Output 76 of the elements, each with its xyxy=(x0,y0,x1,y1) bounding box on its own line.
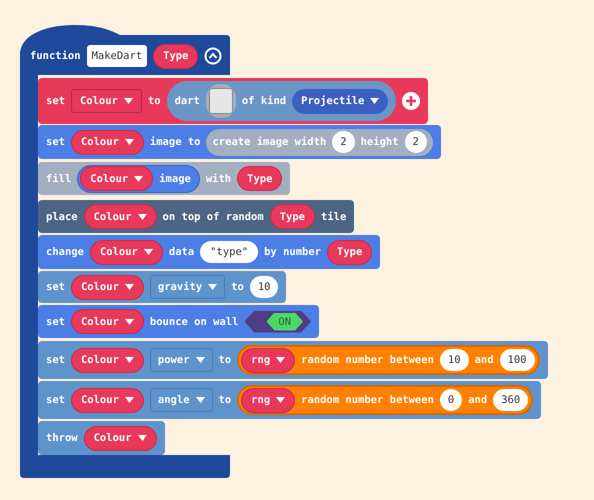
block-label: and xyxy=(468,394,488,406)
reporter-block xyxy=(77,164,200,192)
variable-pill: Type xyxy=(270,204,315,229)
name-field: MakeDart xyxy=(86,45,148,67)
number-field: 360 xyxy=(493,389,528,411)
block-label: set xyxy=(46,354,65,366)
block-label: set xyxy=(46,316,65,328)
dropdown-menu: Colour xyxy=(70,309,144,334)
block-label: dart xyxy=(174,95,200,107)
number-field: 2 xyxy=(332,131,355,153)
block-label: throw xyxy=(46,432,78,444)
dropdown-menu: Colour xyxy=(70,130,144,154)
block-label: and xyxy=(474,354,494,366)
image-placeholder xyxy=(206,84,236,118)
statement-block xyxy=(38,200,354,233)
block-label: to xyxy=(218,354,232,366)
number-field: 10 xyxy=(440,349,469,371)
block-label: of kind xyxy=(242,95,286,107)
statement-block xyxy=(38,271,286,303)
number-field: 10 xyxy=(250,276,278,298)
block-label: image xyxy=(159,172,191,184)
number-field: 2 xyxy=(404,131,427,153)
toggle-switch: ON xyxy=(244,310,312,332)
block-label: to xyxy=(148,95,161,107)
block-label: on top of random xyxy=(162,210,264,222)
reporter-block xyxy=(237,385,534,415)
statement-block xyxy=(38,381,542,419)
dropdown-menu: gravity xyxy=(150,275,226,299)
block-label: set xyxy=(46,394,65,406)
block-label: fill xyxy=(46,172,72,184)
variable-pill: Type xyxy=(237,166,282,191)
dropdown-menu: Colour xyxy=(84,426,157,450)
dropdown-menu: Colour xyxy=(70,348,144,372)
statement-block xyxy=(38,421,165,455)
dropdown-menu: angle xyxy=(150,388,213,412)
block-label: place xyxy=(46,210,78,222)
dropdown-menu: rng xyxy=(241,388,296,412)
block-label: set xyxy=(46,136,65,148)
block-label: by number xyxy=(264,246,322,258)
number-field: 0 xyxy=(440,389,462,411)
block-label: to xyxy=(218,394,232,406)
dropdown-menu: Colour xyxy=(80,166,154,191)
statement-block xyxy=(38,78,428,124)
dropdown-menu: Projectile xyxy=(292,88,388,114)
statement-block xyxy=(38,125,441,159)
statement-block xyxy=(38,305,320,338)
dropdown-menu: Colour xyxy=(84,204,157,229)
reporter-block xyxy=(237,345,540,375)
reporter-block xyxy=(206,128,433,156)
variable-pill: Type xyxy=(327,240,372,264)
statement-block xyxy=(38,162,290,195)
block-label: image to xyxy=(150,136,200,148)
block-label: random number between xyxy=(301,394,434,406)
dropdown-menu: Colour xyxy=(90,240,163,264)
text-field: "type" xyxy=(200,241,258,263)
block-label: set xyxy=(46,281,65,293)
block-label: random number between xyxy=(301,354,434,366)
statement-block xyxy=(38,235,380,269)
block-label: set xyxy=(46,95,65,107)
block-label: tile xyxy=(321,210,346,222)
statement-block xyxy=(38,341,548,379)
block-label: with xyxy=(206,172,232,184)
dropdown-menu: power xyxy=(150,348,213,372)
block-label: to xyxy=(231,281,244,293)
dropdown-menu: rng xyxy=(241,348,296,372)
dropdown-menu: Colour xyxy=(70,274,144,300)
block-label: function xyxy=(30,50,81,62)
block-label: bounce on wall xyxy=(150,316,238,328)
block-label: change xyxy=(46,246,84,258)
reporter-block xyxy=(166,81,396,121)
dropdown-menu: Colour xyxy=(70,89,142,113)
block-label: height xyxy=(360,136,399,148)
block-label: data xyxy=(168,246,194,258)
number-field: 100 xyxy=(500,349,534,371)
block-label: create image width xyxy=(212,136,326,148)
dropdown-menu: Colour xyxy=(70,388,144,412)
